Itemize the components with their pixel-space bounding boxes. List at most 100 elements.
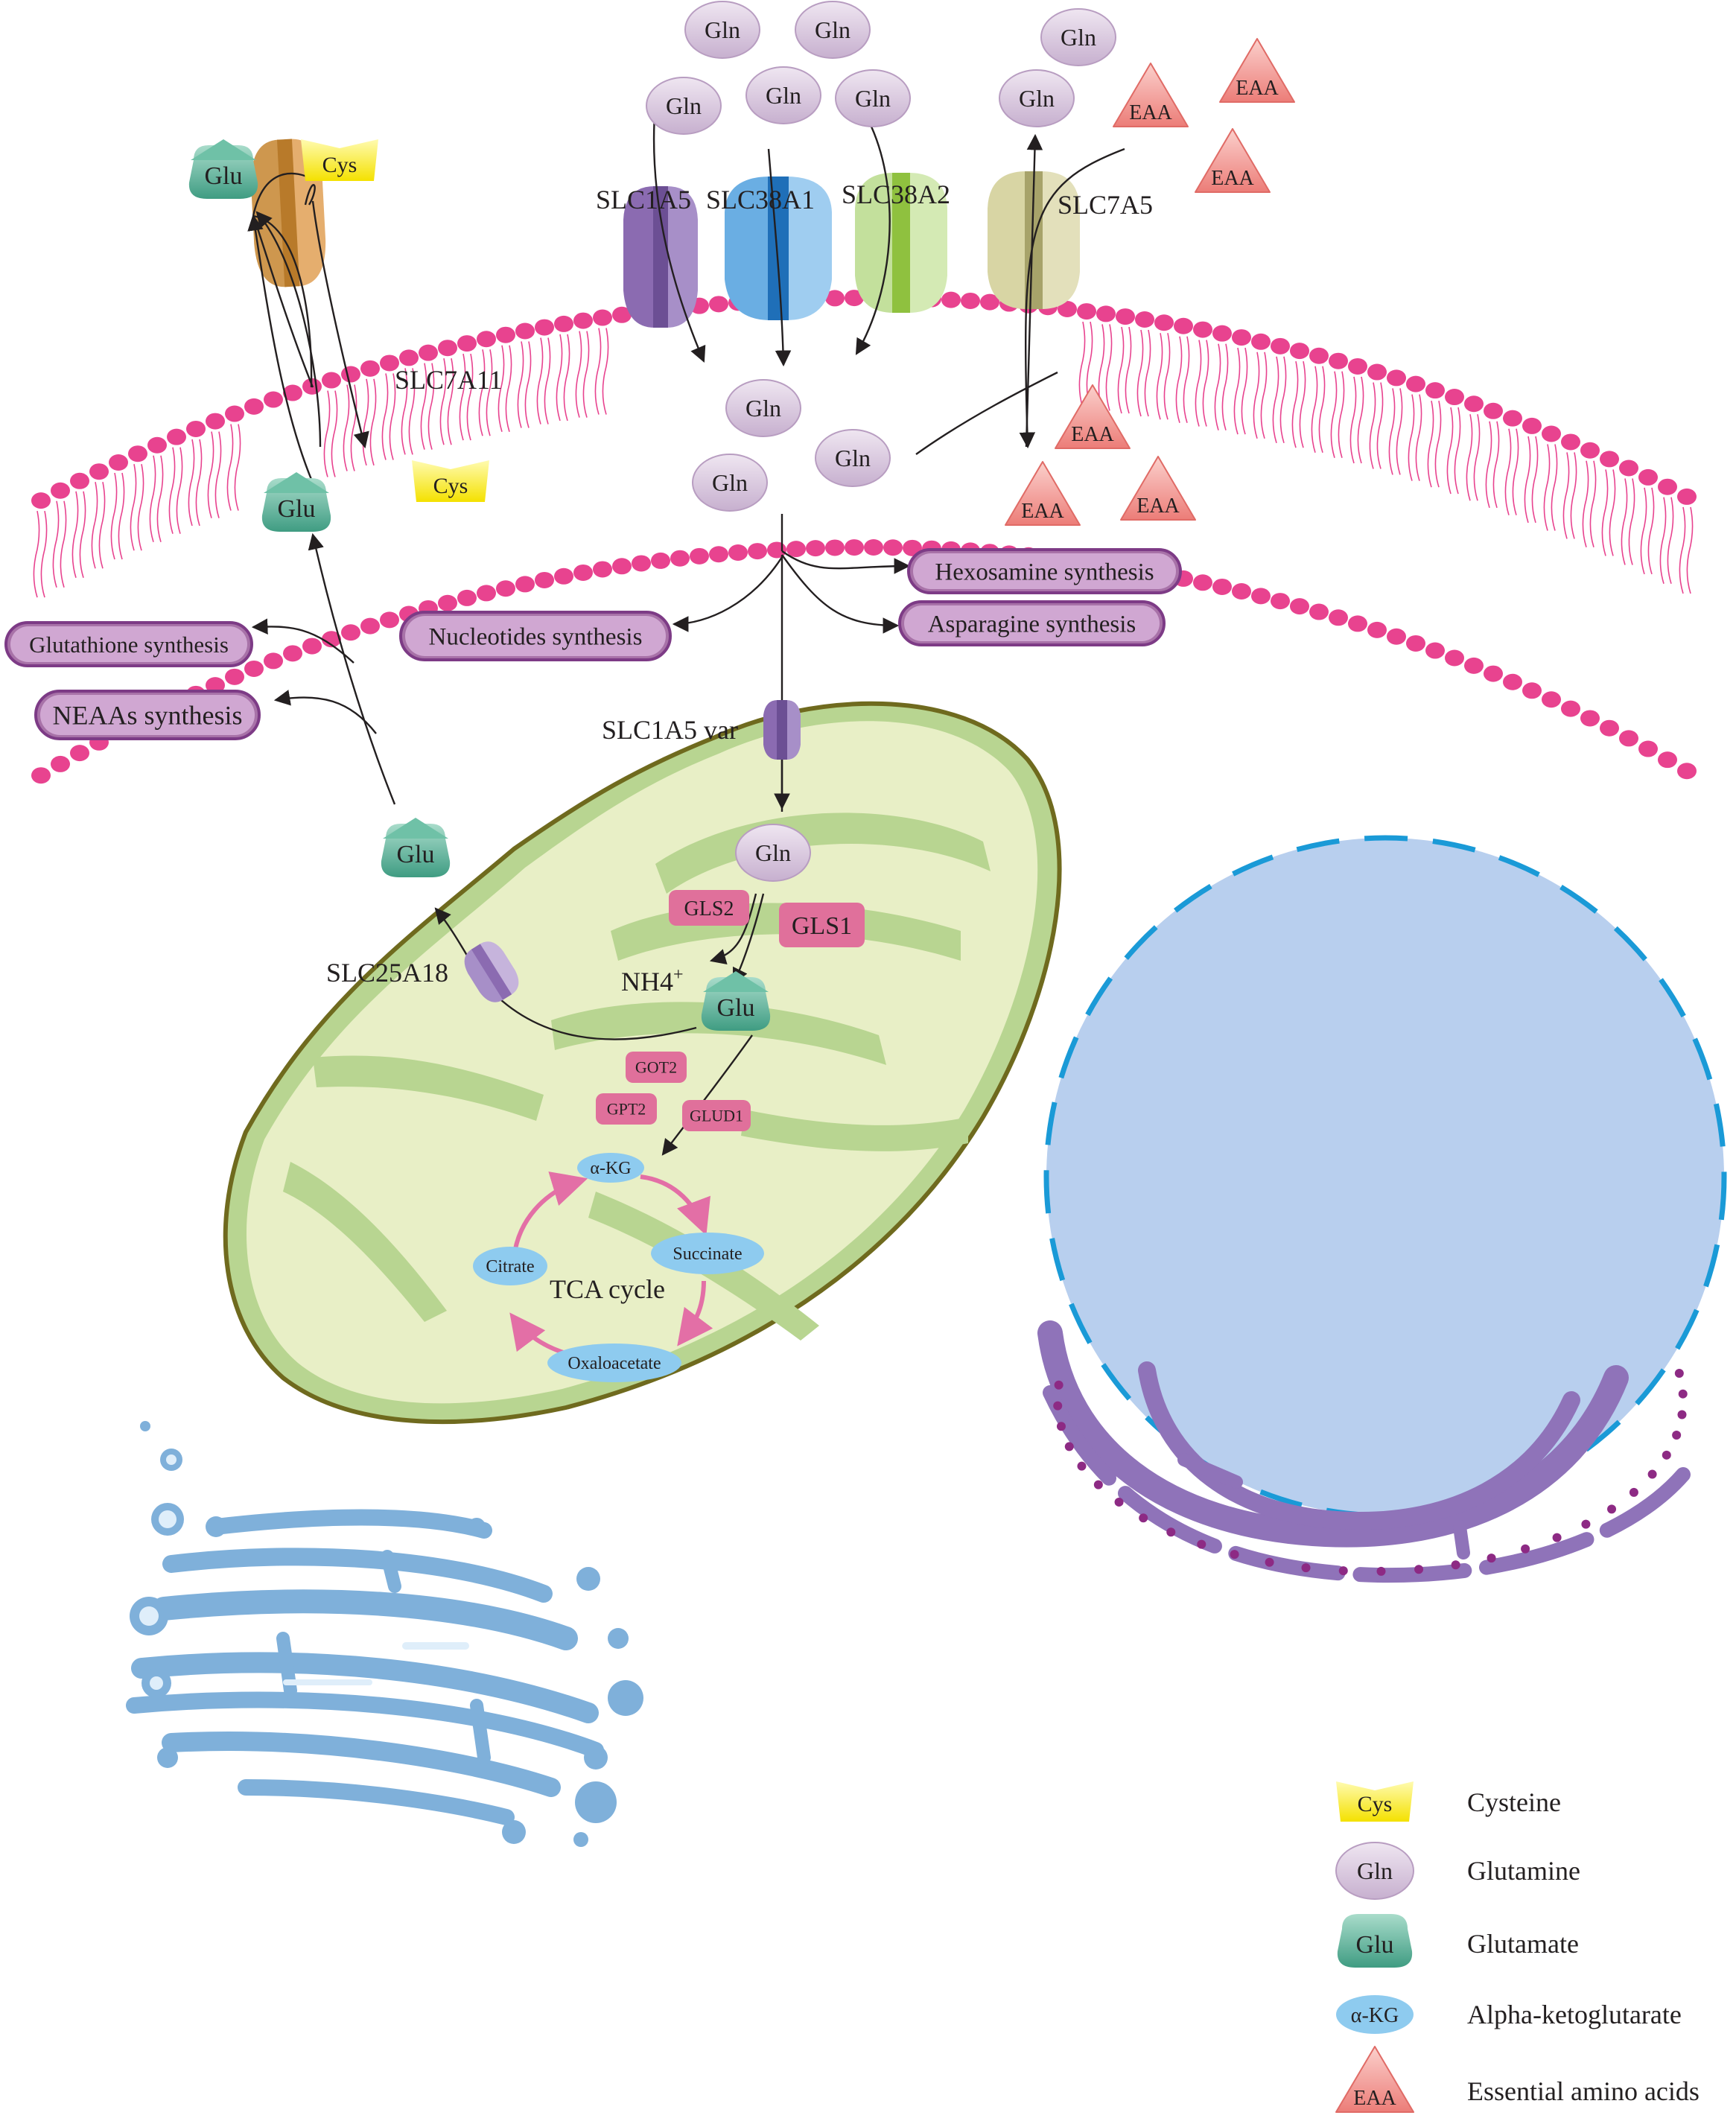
pathway-neaas: NEAAs synthesis <box>34 690 261 740</box>
label-slc38a1: SLC38A1 <box>706 185 815 214</box>
golgi-apparatus <box>126 1509 604 1825</box>
eaa-label: EAA <box>1071 423 1114 446</box>
enzyme-gpt2: GPT2 <box>596 1093 657 1125</box>
pathway-nucleotides: Nucleotides synthesis <box>399 611 672 661</box>
label-succinate: Succinate <box>673 1244 742 1264</box>
label-slc25a18: SLC25A18 <box>326 958 448 988</box>
legend-symbol-glu: Glu <box>1356 1931 1394 1959</box>
label-slc1a5-var: SLC1A5 var <box>602 715 738 745</box>
enzyme-gls1: GLS1 <box>779 903 865 947</box>
label-slc38a2: SLC38A2 <box>842 179 950 209</box>
gln-label: Gln <box>755 839 791 866</box>
eaa-cytosol-3: EAA <box>1120 456 1196 521</box>
rough-endoplasmic-reticulum <box>1037 1320 1691 1583</box>
transporter-slc38a1 <box>725 177 832 320</box>
cys-extracellular: Cys <box>301 139 378 181</box>
legend-item-essential-amino-acids: EAA Essential amino acids <box>1335 2046 1700 2113</box>
pathway-nucleotides-label: Nucleotides synthesis <box>429 624 643 651</box>
golgi-vesicles <box>130 1421 643 1847</box>
eaa-extracellular-3: EAA <box>1195 128 1271 193</box>
pathway-asparagine-label: Asparagine synthesis <box>928 611 1136 638</box>
nucleus <box>1043 835 1727 1519</box>
label-tca-cycle: TCA cycle <box>550 1274 665 1304</box>
pathway-glutathione: Glutathione synthesis <box>4 621 253 667</box>
pathway-hexosamine: Hexosamine synthesis <box>907 548 1182 594</box>
cys-label: Cys <box>322 153 357 177</box>
enzyme-got2-label: GOT2 <box>635 1058 677 1077</box>
legend-item-glutamine: Gln Glutamine <box>1335 1842 1580 1900</box>
gln-extracellular-1: Gln <box>684 1 760 59</box>
gln-label: Gln <box>855 85 891 112</box>
eaa-label: EAA <box>1129 101 1172 124</box>
gln-extracellular-3: Gln <box>646 77 722 135</box>
eaa-cytosol-1: EAA <box>1055 384 1131 449</box>
label-citrate: Citrate <box>486 1257 534 1276</box>
pathway-neaas-label: NEAAs synthesis <box>52 701 242 731</box>
gln-label: Gln <box>666 92 702 119</box>
gln-label: Gln <box>712 469 748 496</box>
gln-extracellular-4: Gln <box>745 66 821 124</box>
eaa-extracellular-1: EAA <box>1113 63 1189 127</box>
glu-cytosol-mito-export: Glu <box>381 818 451 877</box>
gln-extracellular-2: Gln <box>795 1 871 59</box>
gln-label: Gln <box>1019 85 1055 112</box>
pathway-glutathione-label: Glutathione synthesis <box>29 632 229 658</box>
gln-extracellular-6: Gln <box>1040 8 1116 66</box>
transporter-slc7a5 <box>988 171 1080 309</box>
eaa-label: EAA <box>1136 495 1180 518</box>
flux-arrows <box>247 104 1125 1156</box>
glu-mitochondria: Glu <box>701 971 771 1031</box>
enzyme-glud1: GLUD1 <box>682 1100 751 1131</box>
eaa-extracellular-2: EAA <box>1219 38 1295 103</box>
cys-label: Cys <box>433 474 468 498</box>
enzyme-gls2-label: GLS2 <box>684 897 734 920</box>
glu-label: Glu <box>205 162 243 190</box>
label-akg-tca: α-KG <box>590 1159 631 1178</box>
glu-label: Glu <box>397 841 435 868</box>
legend-label: Glutamine <box>1467 1856 1580 1886</box>
eaa-cytosol-2: EAA <box>1005 461 1081 526</box>
eaa-label: EAA <box>1236 77 1279 100</box>
legend-symbol-eaa: EAA <box>1353 2087 1396 2110</box>
gln-label: Gln <box>815 16 850 43</box>
legend-label: Essential amino acids <box>1467 2076 1700 2106</box>
legend-symbol-gln: Gln <box>1357 1857 1393 1884</box>
gln-extracellular-5: Gln <box>835 69 911 127</box>
legend-symbol-akg: α-KG <box>1351 2004 1399 2027</box>
gln-mitochondria: Gln <box>735 824 811 882</box>
label-oxaloacetate: Oxaloacetate <box>567 1354 661 1373</box>
enzyme-glud1-label: GLUD1 <box>690 1107 743 1125</box>
gln-cytosol-1: Gln <box>725 379 801 437</box>
gln-label: Gln <box>1061 24 1096 51</box>
label-slc1a5: SLC1A5 <box>596 185 691 214</box>
label-nh4: NH4+ <box>621 965 684 996</box>
glu-label: Glu <box>717 994 755 1022</box>
ribosome-dots <box>1053 1369 1688 1576</box>
legend-label: Glutamate <box>1467 1929 1579 1959</box>
enzyme-gls2: GLS2 <box>669 890 749 926</box>
gln-label: Gln <box>705 16 740 43</box>
gln-label: Gln <box>766 82 801 109</box>
glu-extracellular: Glu <box>188 139 258 199</box>
tca-cycle-ring <box>509 1171 713 1358</box>
pathway-hexosamine-label: Hexosamine synthesis <box>935 559 1154 586</box>
pathway-asparagine: Asparagine synthesis <box>898 600 1166 646</box>
gln-cytosol-2: Gln <box>692 454 768 512</box>
eaa-label: EAA <box>1211 167 1254 190</box>
label-slc7a5: SLC7A5 <box>1058 190 1153 220</box>
tca-cycle-intermediates <box>473 1153 764 1382</box>
transporter-slc1a5-var <box>763 700 801 760</box>
enzyme-got2: GOT2 <box>626 1052 687 1083</box>
gln-cytosol-3: Gln <box>815 429 891 487</box>
gln-extracellular-7: Gln <box>999 69 1075 127</box>
enzyme-gpt2-label: GPT2 <box>607 1100 646 1119</box>
label-slc7a11: SLC7A11 <box>395 365 503 395</box>
golgi-lumen-highlights <box>139 1454 469 1690</box>
cys-cytosol: Cys <box>412 460 489 502</box>
